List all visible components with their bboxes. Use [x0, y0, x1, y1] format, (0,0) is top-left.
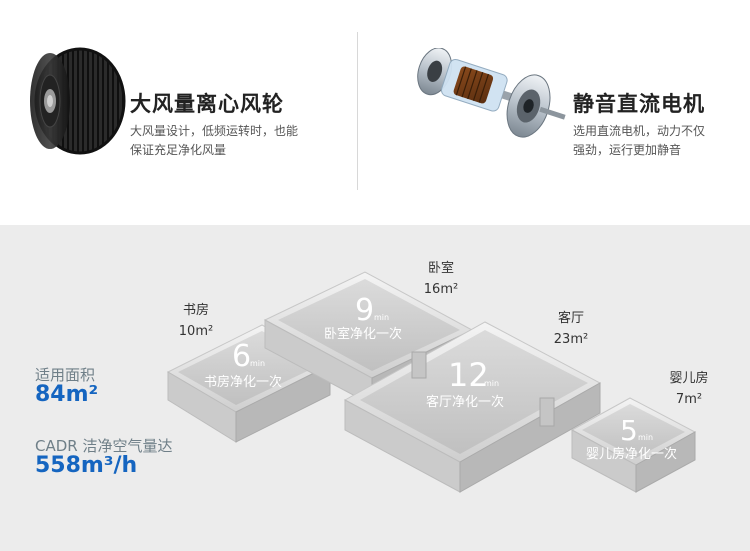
room-area: 10m²: [178, 324, 214, 339]
room-nursery-block: [570, 397, 697, 493]
purify-caption: 书房净化一次: [204, 374, 282, 390]
area-label: 适用面积: [35, 366, 96, 384]
feature-divider: [357, 32, 358, 190]
purify-unit: min: [250, 359, 265, 368]
purify-caption: 婴儿房净化一次: [586, 446, 677, 462]
cadr-value: 558m³/h: [35, 453, 138, 478]
centrifugal-fan-wheel-image: [30, 47, 126, 155]
feature-motor-desc-line1: 选用直流电机，动力不仅: [573, 124, 706, 138]
purify-minutes: 9: [355, 293, 374, 328]
purify-unit: min: [374, 313, 389, 322]
purify-overlay-bedroom: 9 min 卧室净化一次: [324, 293, 402, 342]
room-area: 23m²: [553, 332, 589, 347]
purify-minutes: 12: [448, 356, 489, 394]
feature-fan-desc-line1: 大风量设计，低频运转时，也能: [130, 124, 299, 138]
room-area: 16m²: [423, 282, 459, 297]
purify-overlay-living: 12 min 客厅净化一次: [426, 356, 504, 410]
dc-motor-image: [417, 48, 566, 138]
room-name: 卧室: [427, 261, 454, 276]
feature-fan-desc-line2: 保证充足净化风量: [130, 143, 227, 157]
area-value: 84m²: [35, 382, 99, 407]
room-label-bedroom: 卧室 16m²: [415, 258, 467, 300]
feature-fan-title: 大风量离心风轮: [130, 92, 284, 116]
feature-motor-title: 静音直流电机: [573, 92, 705, 116]
floorplan-illustration: 6 min 书房净化一次 9 min 卧室净化一次 12 min 客厅净化一次 …: [166, 271, 697, 493]
purify-unit: min: [484, 379, 499, 388]
purify-minutes: 5: [620, 414, 638, 447]
feature-fan-description: 大风量设计，低频运转时，也能 保证充足净化风量: [130, 122, 298, 160]
cadr-label: CADR 洁净空气量达: [35, 437, 173, 455]
purify-overlay-nursery: 5 min 婴儿房净化一次: [586, 414, 677, 462]
purify-unit: min: [638, 433, 653, 442]
room-name: 客厅: [557, 311, 584, 326]
room-name: 书房: [182, 303, 209, 318]
purify-minutes: 6: [232, 339, 251, 374]
purify-caption: 卧室净化一次: [324, 326, 402, 342]
purify-overlay-study: 6 min 书房净化一次: [204, 339, 282, 390]
room-label-nursery: 婴儿房 7m²: [660, 368, 718, 410]
purify-caption: 客厅净化一次: [426, 394, 504, 410]
room-label-study: 书房 10m²: [170, 300, 222, 342]
room-living-block: [343, 321, 602, 493]
features-section: 大风量离心风轮 大风量设计，低频运转时，也能 保证充足净化风量: [0, 0, 750, 225]
room-area: 7m²: [675, 392, 703, 407]
feature-motor-desc-line2: 强劲，运行更加静音: [573, 143, 682, 157]
room-label-living-room: 客厅 23m²: [545, 308, 597, 350]
room-name: 婴儿房: [669, 371, 709, 386]
feature-motor-description: 选用直流电机，动力不仅 强劲，运行更加静音: [573, 122, 705, 160]
